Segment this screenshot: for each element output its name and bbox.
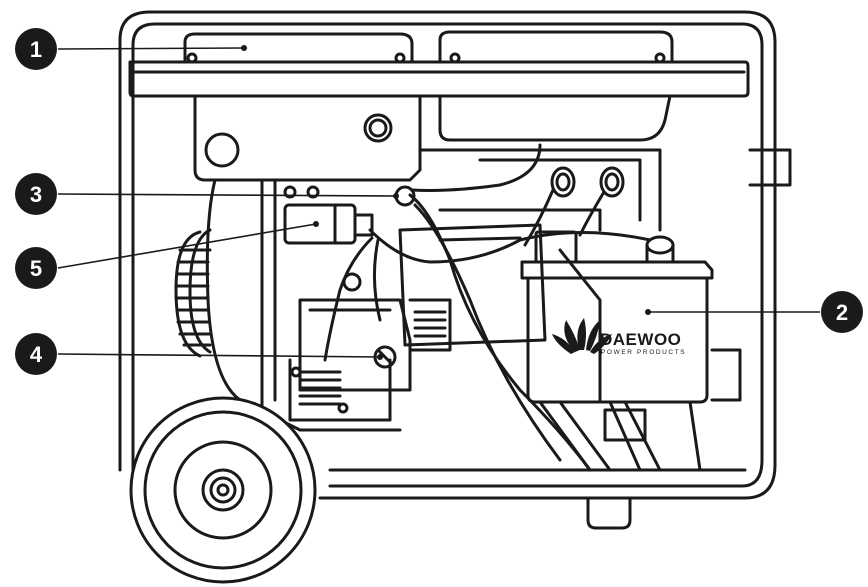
leader-dot-1 <box>241 45 247 51</box>
callout-label-5: 5 <box>30 256 42 281</box>
leader-line-5 <box>57 223 317 269</box>
wheel <box>129 396 317 584</box>
engine-housing <box>193 94 672 232</box>
leader-line-1 <box>57 47 245 50</box>
starter-motor <box>283 203 374 245</box>
leader-line-4 <box>57 353 381 358</box>
battery-tagline-text: POWER PRODUCTS <box>601 349 686 356</box>
brand-fan-icon <box>552 318 612 354</box>
top-crossbar <box>128 60 750 98</box>
callout-marker-3: 3 <box>15 173 57 215</box>
battery-bracket <box>538 348 742 472</box>
leader-dot-3 <box>393 193 399 199</box>
callout-marker-1: 1 <box>15 28 57 70</box>
leader-line-3 <box>57 193 397 197</box>
wiring-harness <box>323 143 652 472</box>
callout-label-1: 1 <box>30 37 42 62</box>
fuel-tank <box>183 30 674 64</box>
leader-dot-5 <box>313 221 319 227</box>
engine-block <box>205 178 412 432</box>
leader-dot-2 <box>645 309 651 315</box>
callout-marker-4: 4 <box>15 333 57 375</box>
battery-brand-text: DAEWOO <box>600 330 681 349</box>
callout-label-2: 2 <box>836 300 848 325</box>
cooling-fan <box>174 228 212 358</box>
leader-dots <box>241 45 651 360</box>
battery-logo: DAEWOO POWER PRODUCTS <box>552 318 686 356</box>
callout-label-4: 4 <box>30 342 43 367</box>
leader-lines <box>57 47 820 358</box>
callout-marker-2: 2 <box>821 291 863 333</box>
leader-dot-4 <box>377 354 383 360</box>
battery <box>520 230 714 404</box>
alternator <box>398 208 602 352</box>
frame <box>118 10 792 530</box>
callout-marker-5: 5 <box>15 247 57 289</box>
callout-label-3: 3 <box>30 182 42 207</box>
